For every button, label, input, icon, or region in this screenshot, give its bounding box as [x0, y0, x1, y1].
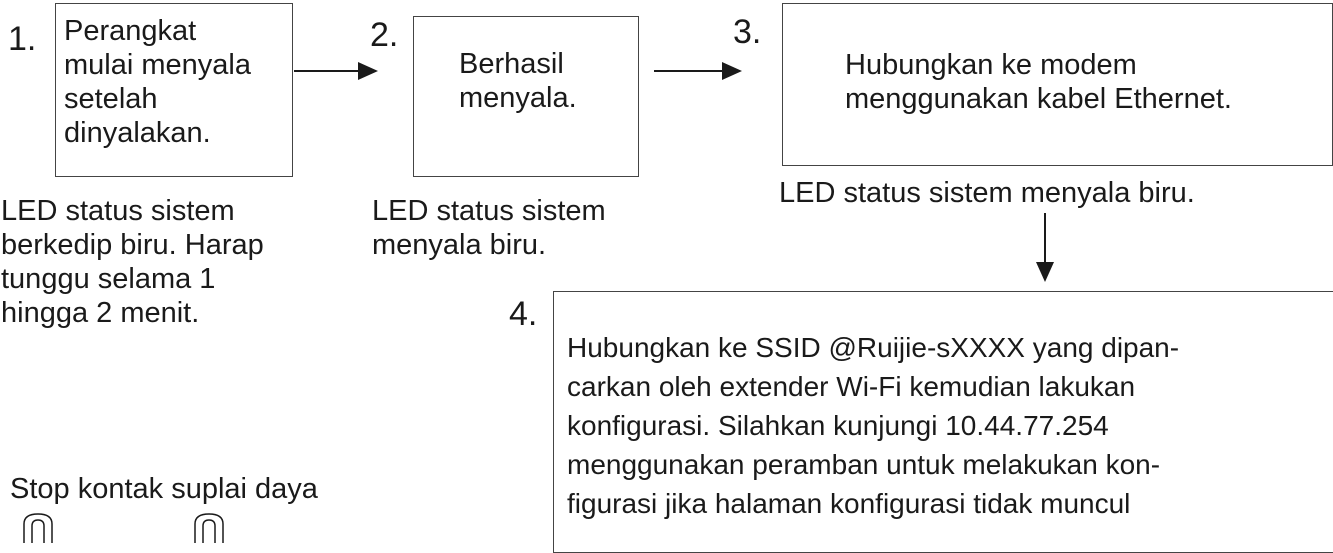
- step-2-caption-line: menyala biru.: [372, 229, 547, 261]
- step-1-box-line: dinyalakan.: [64, 117, 211, 149]
- power-plug-icon: [23, 513, 53, 543]
- step-1-caption-line: berkedip biru. Harap: [1, 229, 264, 261]
- step-4-box-line: Hubungkan ke SSID @Ruijie-sXXXX yang dip…: [567, 332, 1180, 363]
- step-1-caption-line: tunggu selama 1: [1, 263, 216, 295]
- step-1-caption-line: LED status sistem: [1, 195, 235, 227]
- arrow-step1-to-step2: [294, 62, 378, 80]
- step-4-number: 4.: [509, 295, 538, 333]
- step-1-box-line: Perangkat: [64, 15, 197, 47]
- step-2-box-line: Berhasil: [459, 48, 564, 80]
- step-1-number: 1.: [8, 20, 37, 58]
- step-2-box-line: menyala.: [459, 82, 577, 114]
- step-3-caption-line: LED status sistem menyala biru.: [779, 177, 1195, 209]
- step-4-box-line: konfigurasi. Silahkan kunjungi 10.44.77.…: [567, 410, 1109, 441]
- step-3-box: Hubungkan ke modem menggunakan kabel Eth…: [782, 3, 1333, 166]
- step-1-caption-line: hingga 2 menit.: [1, 297, 200, 329]
- arrow-step2-to-step3: [654, 62, 742, 80]
- arrow-step3-to-step4: [1036, 213, 1054, 282]
- step-1-box-line: mulai menyala: [64, 49, 251, 81]
- step-1-box: Perangkat mulai menyala setelah dinyalak…: [55, 3, 293, 177]
- step-4-box-line: carkan oleh extender Wi-Fi kemudian laku…: [567, 371, 1136, 402]
- step-2-number: 2.: [370, 16, 399, 54]
- step-4-box: Hubungkan ke SSID @Ruijie-sXXXX yang dip…: [553, 291, 1333, 553]
- step-3-box-line: menggunakan kabel Ethernet.: [845, 83, 1232, 115]
- step-3-caption: LED status sistem menyala biru.: [779, 176, 1195, 210]
- step-3-number: 3.: [733, 13, 762, 51]
- step-2-caption: LED status sistem menyala biru.: [372, 194, 606, 262]
- power-plug-icon: [194, 513, 224, 543]
- step-1-box-line: setelah: [64, 83, 158, 115]
- step-2-box: Berhasil menyala.: [413, 16, 639, 177]
- step-4-box-line: menggunakan peramban untuk melakukan kon…: [567, 449, 1161, 480]
- power-outlet-label: Stop kontak suplai daya: [10, 473, 318, 505]
- step-2-caption-line: LED status sistem: [372, 195, 606, 227]
- step-3-box-line: Hubungkan ke modem: [845, 49, 1137, 81]
- step-4-box-line: figurasi jika halaman konfigurasi tidak …: [567, 488, 1131, 519]
- step-1-caption: LED status sistem berkedip biru. Harap t…: [1, 194, 264, 330]
